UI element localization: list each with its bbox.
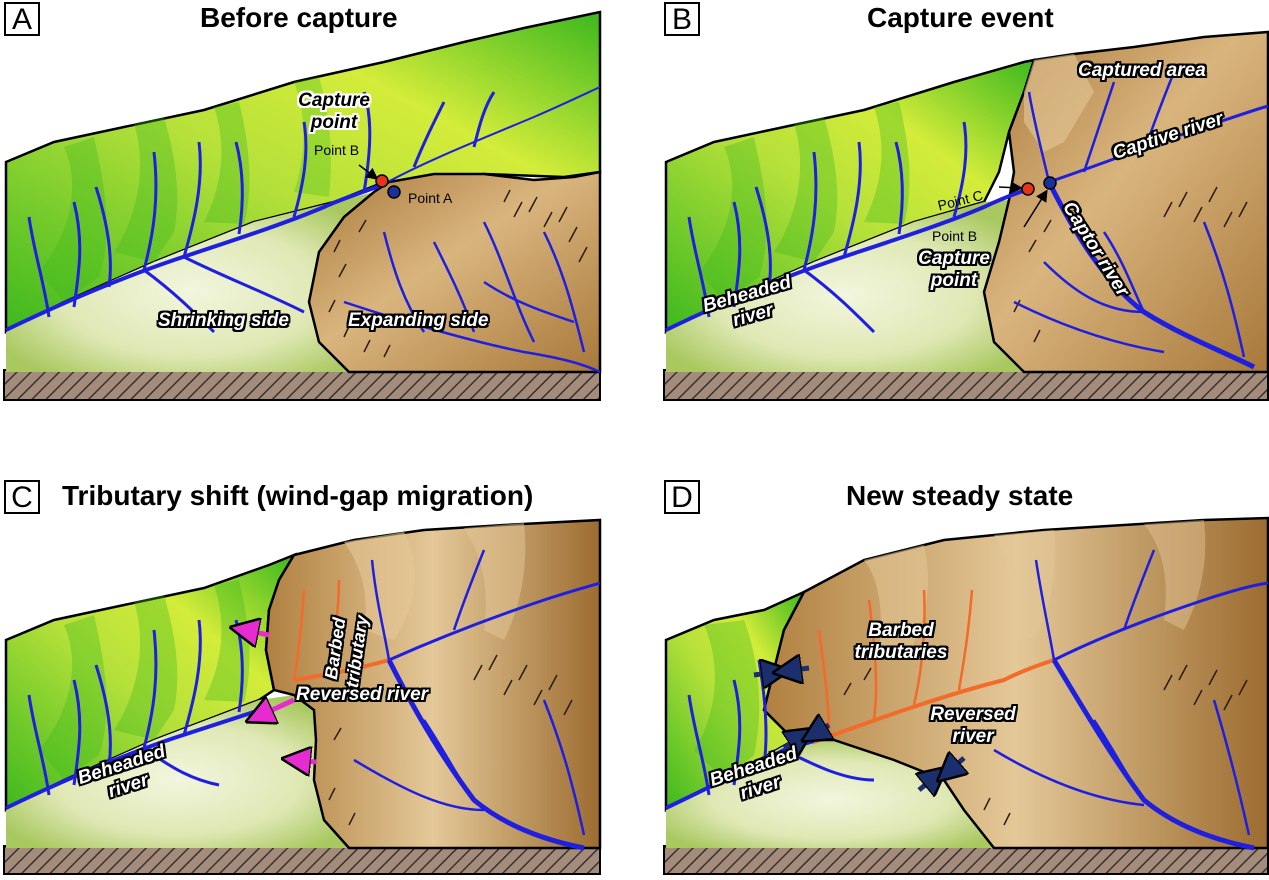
- landscape-diagram: [3, 518, 602, 875]
- panel-a: A Before capture: [3, 2, 604, 402]
- stable-divide-arrows: [753, 668, 964, 790]
- expanding-brown-area: [307, 170, 602, 374]
- point-a-marker: [387, 185, 401, 199]
- captured-brown-area: [982, 30, 1269, 374]
- point-arrows: [998, 181, 1048, 228]
- reversed-river-line: [813, 658, 1055, 744]
- tributaries: [27, 619, 244, 796]
- label-reversed-river: Reversed river: [930, 704, 1016, 747]
- reversed-river-line: [293, 658, 390, 682]
- panel-letter: B: [664, 2, 700, 36]
- label-capture-point: Capture point: [298, 90, 370, 133]
- panel-b: B Capture event: [663, 2, 1269, 402]
- beheaded-river-line: [665, 188, 1027, 332]
- point-b-marker: [1043, 176, 1057, 190]
- label-capture-point: Capture point: [918, 248, 990, 291]
- capture-point-arrow: [358, 164, 379, 180]
- landscape-diagram: [663, 30, 1269, 401]
- panel-title: New steady state: [846, 480, 1074, 511]
- label-captured-area: Captured area: [1078, 60, 1206, 81]
- label-point-b: Point B: [314, 142, 360, 158]
- slope-marks: [328, 654, 573, 826]
- slope-marks: [1013, 186, 1248, 343]
- barbed-tributary-line: [292, 579, 341, 681]
- landscape-diagram: [3, 10, 602, 401]
- label-barbed-tributaries: Barbed tributaries: [854, 620, 948, 663]
- panel-title: Capture event: [867, 2, 1054, 33]
- slope-marks: [328, 189, 588, 358]
- label-shrinking-side: Shrinking side: [158, 310, 289, 331]
- beheaded-plain: [666, 200, 1024, 372]
- point-c-marker: [1021, 182, 1035, 196]
- panel-letter: C: [4, 480, 40, 514]
- panel-d: D New steady state: [663, 480, 1269, 880]
- panel-letter: D: [664, 480, 700, 514]
- shrinking-plain: [6, 192, 374, 372]
- panel-c: C Tributary shift (wind-gap migration): [3, 480, 604, 880]
- label-reversed-river: Reversed river: [296, 684, 429, 705]
- label-expanding-side: Expanding side: [348, 310, 489, 331]
- captive-river-line: [388, 581, 601, 662]
- captive-river-line: [1053, 581, 1269, 662]
- migration-arrows: [244, 630, 317, 762]
- slope-marks: [843, 664, 1248, 826]
- tributaries: [27, 91, 496, 334]
- bedrock-base: [3, 369, 601, 401]
- bedrock-base: [3, 845, 601, 875]
- panel-title: Before capture: [200, 2, 398, 33]
- panel-letter: A: [4, 2, 40, 36]
- main-river: [5, 183, 383, 332]
- bedrock-base: [663, 845, 1269, 875]
- landscape-diagram: [663, 516, 1269, 875]
- label-point-b: Point B: [932, 228, 978, 244]
- bedrock-base: [663, 369, 1269, 401]
- point-b-marker: [375, 174, 389, 188]
- tributaries: [687, 121, 968, 334]
- beheaded-river-line: [5, 706, 267, 810]
- panel-title: Tributary shift (wind-gap migration): [62, 480, 534, 511]
- label-point-a: Point A: [408, 190, 453, 206]
